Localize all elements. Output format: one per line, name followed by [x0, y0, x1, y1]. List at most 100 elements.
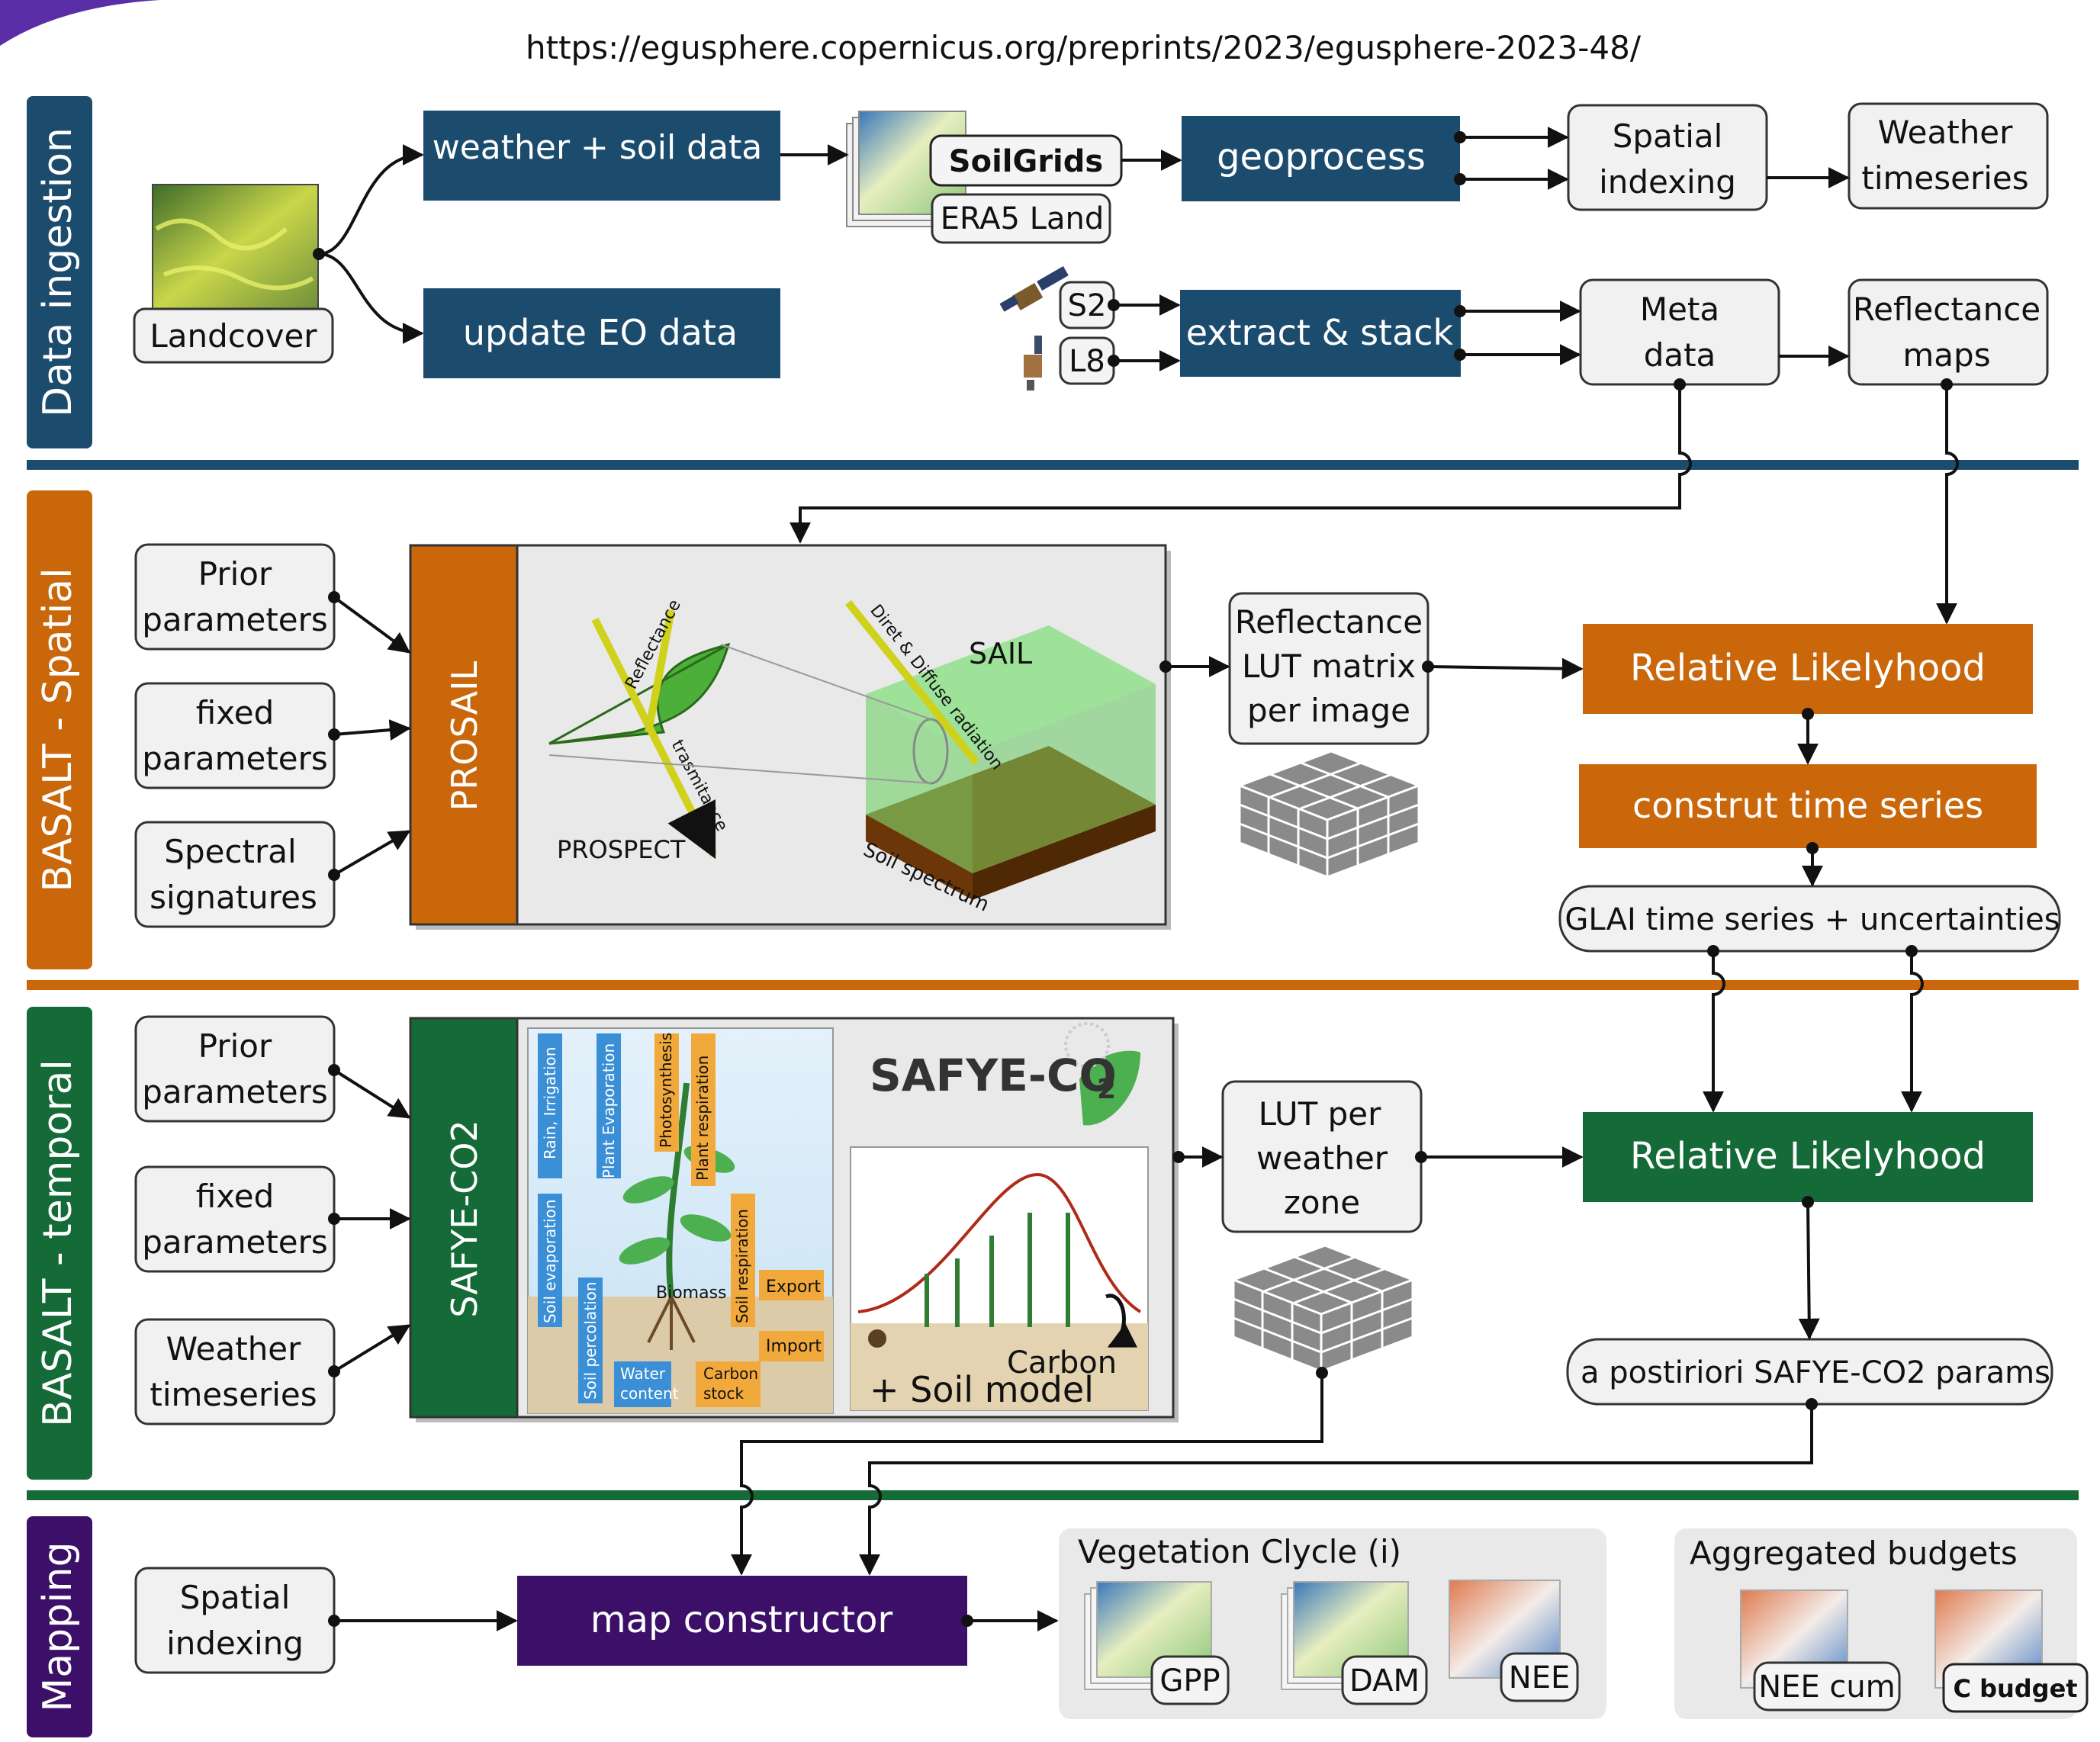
spatial-prior-node: Prior parameters	[134, 543, 336, 651]
svg-text:construt time series: construt time series	[1632, 785, 1983, 826]
prospect-label: PROSPECT	[557, 835, 686, 864]
relative-likelyhood-spatial-node: Relative Likelyhood	[1583, 624, 2033, 714]
spatial-dots	[328, 591, 1918, 957]
svg-text:NEE: NEE	[1509, 1660, 1570, 1695]
svg-text:Relative Likelyhood: Relative Likelyhood	[1630, 647, 1986, 689]
svg-text:GLAI time series + uncertainti: GLAI time series + uncertainties	[1565, 902, 2060, 937]
nee-map: NEE	[1449, 1580, 1579, 1702]
satellite-icon-s2	[999, 265, 1069, 312]
svg-text:Reflectance: Reflectance	[1853, 291, 2041, 328]
svg-text:indexing: indexing	[1599, 163, 1736, 201]
ingestion-dots	[313, 131, 1953, 391]
svg-text:data: data	[1644, 336, 1716, 374]
svg-text:Mapping: Mapping	[35, 1541, 81, 1711]
growth-curve-figure	[850, 1146, 1149, 1411]
water-content-label-1: Water	[620, 1364, 666, 1383]
svg-text:Prior: Prior	[198, 1027, 272, 1065]
weather-soil-node: weather + soil data	[423, 111, 780, 201]
ingestion-arrows	[318, 127, 1959, 625]
svg-text:signatures: signatures	[150, 879, 317, 916]
section-tab-ingestion: Data ingestion	[27, 96, 92, 448]
svg-text:a postiriori SAFYE-CO2 params: a postiriori SAFYE-CO2 params	[1581, 1355, 2050, 1390]
corner-swoosh	[0, 0, 160, 46]
section-tab-mapping: Mapping	[27, 1516, 92, 1737]
svg-text:C budget: C budget	[1953, 1674, 2077, 1703]
safye-logo-text: SAFYE-CO	[870, 1049, 1117, 1101]
svg-text:Relative Likelyhood: Relative Likelyhood	[1630, 1135, 1986, 1178]
soil-respiration-label: Soil respiration	[733, 1209, 751, 1323]
rain-irrigation-label: Rain, Irrigation	[541, 1047, 559, 1159]
temporal-weather-node: Weather timeseries	[134, 1318, 336, 1425]
svg-text:update EO data: update EO data	[463, 312, 738, 353]
spatial-indexing-node: Spatial indexing	[1567, 104, 1768, 211]
dam-map: DAM	[1281, 1581, 1428, 1705]
svg-text:PROSAIL: PROSAIL	[444, 660, 485, 811]
svg-text:Landcover: Landcover	[150, 317, 317, 355]
lut-cube-icon	[1236, 750, 1423, 879]
svg-text:Weather: Weather	[166, 1330, 302, 1368]
landcover-label: Landcover	[133, 307, 334, 364]
glai-node: GLAI time series + uncertainties	[1558, 885, 2061, 953]
svg-text:LUT per: LUT per	[1259, 1095, 1382, 1133]
relative-likelyhood-temporal-node: Relative Likelyhood	[1583, 1112, 2033, 1202]
svg-text:maps: maps	[1902, 336, 1990, 374]
svg-text:parameters: parameters	[142, 740, 328, 777]
svg-text:SoilGrids: SoilGrids	[949, 144, 1103, 179]
source-url[interactable]: https://egusphere.copernicus.org/preprin…	[526, 29, 1642, 66]
biomass-label: Biomass	[656, 1284, 727, 1303]
geoprocess-node: geoprocess	[1182, 116, 1460, 201]
temporal-dots	[328, 1064, 1818, 1410]
soilgrids-label: SoilGrids	[929, 134, 1123, 187]
posteriori-node: a postiriori SAFYE-CO2 params	[1566, 1338, 2053, 1406]
spatial-arrows	[333, 596, 1924, 1113]
mapping-spatial-indexing-node: Spatial indexing	[134, 1567, 336, 1674]
plant-evaporation-label: Plant Evaporation	[600, 1043, 618, 1178]
temporal-prior-node: Prior parameters	[134, 1015, 336, 1123]
svg-text:Aggregated budgets: Aggregated budgets	[1690, 1535, 2018, 1572]
soil-evaporation-label: Soil evaporation	[541, 1199, 559, 1323]
svg-text:L8: L8	[1069, 344, 1105, 379]
era5-label: ERA5 Land	[931, 193, 1111, 244]
soil-percolation-label: Soil percolation	[581, 1281, 600, 1400]
svg-text:per image: per image	[1247, 692, 1410, 729]
svg-text:fixed: fixed	[196, 1178, 275, 1215]
svg-text:Meta: Meta	[1640, 291, 1719, 328]
mapping-dots	[328, 1615, 973, 1627]
svg-text:fixed: fixed	[196, 694, 275, 731]
import-label: Import	[766, 1337, 822, 1356]
lut-weather-cube-icon	[1230, 1244, 1417, 1374]
gpp-map: GPP	[1084, 1581, 1230, 1705]
divider-temporal	[27, 1490, 2079, 1500]
spatial-spectral-node: Spectral signatures	[134, 821, 336, 928]
svg-text:geoprocess: geoprocess	[1217, 136, 1426, 178]
svg-text:parameters: parameters	[142, 1073, 328, 1110]
svg-text:Spectral: Spectral	[164, 833, 296, 870]
safye-logo-subscript: 2	[1097, 1074, 1116, 1105]
flux-diagram	[527, 1027, 834, 1414]
svg-text:weather: weather	[1256, 1139, 1388, 1177]
svg-text:Data ingestion: Data ingestion	[35, 127, 81, 417]
landcover-image	[152, 184, 319, 311]
l8-label: L8	[1059, 336, 1115, 385]
soil-model-label: + Soil model	[870, 1369, 1094, 1410]
svg-text:Weather: Weather	[1878, 114, 2014, 151]
nee-cum-map: NEE cum	[1740, 1589, 1901, 1711]
svg-text:LUT matrix: LUT matrix	[1242, 648, 1416, 685]
temporal-fixed-node: fixed parameters	[134, 1165, 336, 1273]
svg-text:ERA5 Land: ERA5 Land	[941, 201, 1105, 236]
export-label: Export	[766, 1278, 821, 1297]
svg-text:parameters: parameters	[142, 601, 328, 638]
leaf-illustration	[548, 609, 731, 860]
weather-timeseries-node: Weather timeseries	[1848, 102, 2049, 210]
svg-text:SAFYE-CO2: SAFYE-CO2	[444, 1120, 485, 1317]
construct-ts-node: construt time series	[1579, 764, 2037, 848]
satellite-icon-l8	[1024, 336, 1042, 391]
water-content-label-2: content	[620, 1384, 679, 1403]
svg-text:Prior: Prior	[198, 555, 272, 593]
c-budget-map: C budget	[1934, 1589, 2089, 1713]
svg-text:map constructor: map constructor	[590, 1599, 893, 1641]
svg-text:parameters: parameters	[142, 1223, 328, 1261]
svg-text:GPP: GPP	[1159, 1663, 1220, 1699]
